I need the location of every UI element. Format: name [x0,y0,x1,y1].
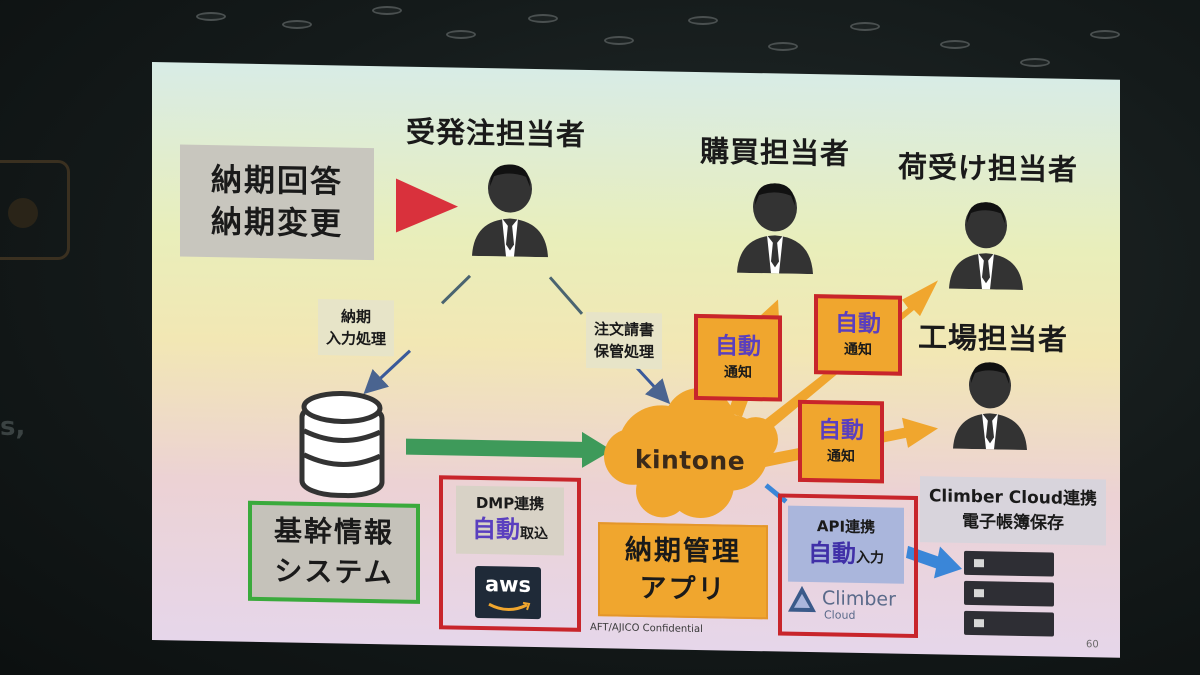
person-icon [949,202,1023,290]
auto-notify-box: 自動 通知 [694,313,782,402]
climber-logo-subtext: Cloud [824,608,856,622]
role-purchasing: 購買担当者 [700,134,851,171]
storage-label: Climber Cloud連携 電子帳簿保存 [920,476,1106,546]
ceiling-light [372,6,402,15]
ceiling-light [1020,58,1050,67]
role-factory: 工場担当者 [918,320,1069,357]
climber-logo-icon [788,585,816,613]
kintone-to-api-line [764,483,788,504]
api-label: API連携 自動入力 [788,505,904,584]
aws-smile-icon [488,601,531,612]
ceiling-light [528,14,558,23]
role-order-manager: 受発注担当者 [406,114,587,152]
person-icon [737,183,813,275]
ceiling-light [688,16,718,25]
doc-to-kintone-arrow [634,365,671,405]
role-receiving: 荷受け担当者 [898,149,1079,187]
play-triangle-icon [396,178,458,233]
server-icon [964,550,1054,577]
ceiling-light [196,12,226,21]
climber-logo-text: Climber [822,587,896,611]
aws-logo: aws [475,565,541,620]
delivery-change-text: 納期変更 [211,204,343,243]
input-to-db-arrow [363,349,412,395]
api-to-storage-arrow [906,545,962,579]
presentation-slide: 受発注担当者 購買担当者 荷受け担当者 工場担当者 納期回答 納期変更 納 [152,62,1120,658]
venue-logo [0,160,70,260]
db-to-kintone-arrow [406,431,612,468]
ceiling-light [768,42,798,51]
kintone-label: kintone [634,444,746,476]
ceiling-light [604,36,634,45]
server-icon [964,610,1054,637]
order-to-input-line [440,274,472,305]
order-to-doc-line [548,276,584,315]
ceiling-light [282,20,312,29]
delivery-answer-box: 納期回答 納期変更 [180,144,374,261]
input-process-label: 納期 入力処理 [318,299,395,357]
person-icon [953,362,1027,451]
confidential-footer: AFT/AJICO Confidential [590,622,703,636]
auto-notify-box: 自動 通知 [814,294,902,376]
order-doc-label: 注文請書 保管処理 [586,311,663,370]
server-icon [964,580,1054,607]
ceiling-light [940,40,970,49]
database-icon [299,390,385,499]
ceiling-light [1090,30,1120,39]
person-icon [472,164,548,258]
delivery-app-box: 納期管理 アプリ [598,522,768,620]
auto-notify-box: 自動 通知 [798,399,884,484]
core-system-box: 基幹情報 システム [248,500,420,604]
page-number: 60 [1086,639,1099,651]
cloud-icon [604,388,778,519]
venue-text-fragment: s, [0,412,26,442]
ceiling-light [446,30,476,39]
delivery-answer-text: 納期回答 [211,162,343,201]
dmp-label: DMP連携 自動取込 [456,485,564,556]
ceiling-light [850,22,880,31]
